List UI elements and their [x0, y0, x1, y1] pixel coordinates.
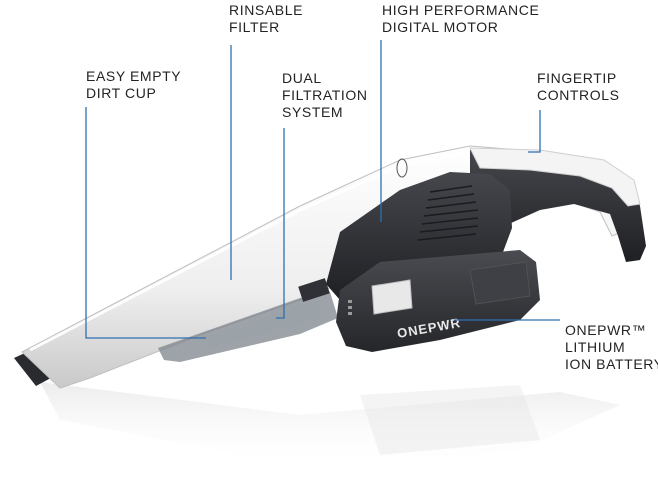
motor-vents	[417, 185, 479, 241]
brand-logo-mark	[396, 158, 408, 178]
label-onepwr-battery: ONEPWR™ LITHIUM ION BATTERY	[565, 322, 658, 372]
label-rinsable-filter: RINSABLE FILTER	[229, 2, 304, 35]
label-digital-motor: HIGH PERFORMANCE DIGITAL MOTOR	[382, 2, 540, 35]
callout-lines	[85, 40, 560, 339]
label-easy-empty-dirt-cup: EASY EMPTY DIRT CUP	[86, 68, 182, 101]
label-fingertip-controls: FINGERTIP CONTROLS	[537, 70, 620, 103]
label-dual-filtration: DUAL FILTRATION SYSTEM	[282, 70, 368, 120]
floor-reflection	[40, 382, 620, 470]
battery-gauge-lights	[348, 300, 352, 315]
